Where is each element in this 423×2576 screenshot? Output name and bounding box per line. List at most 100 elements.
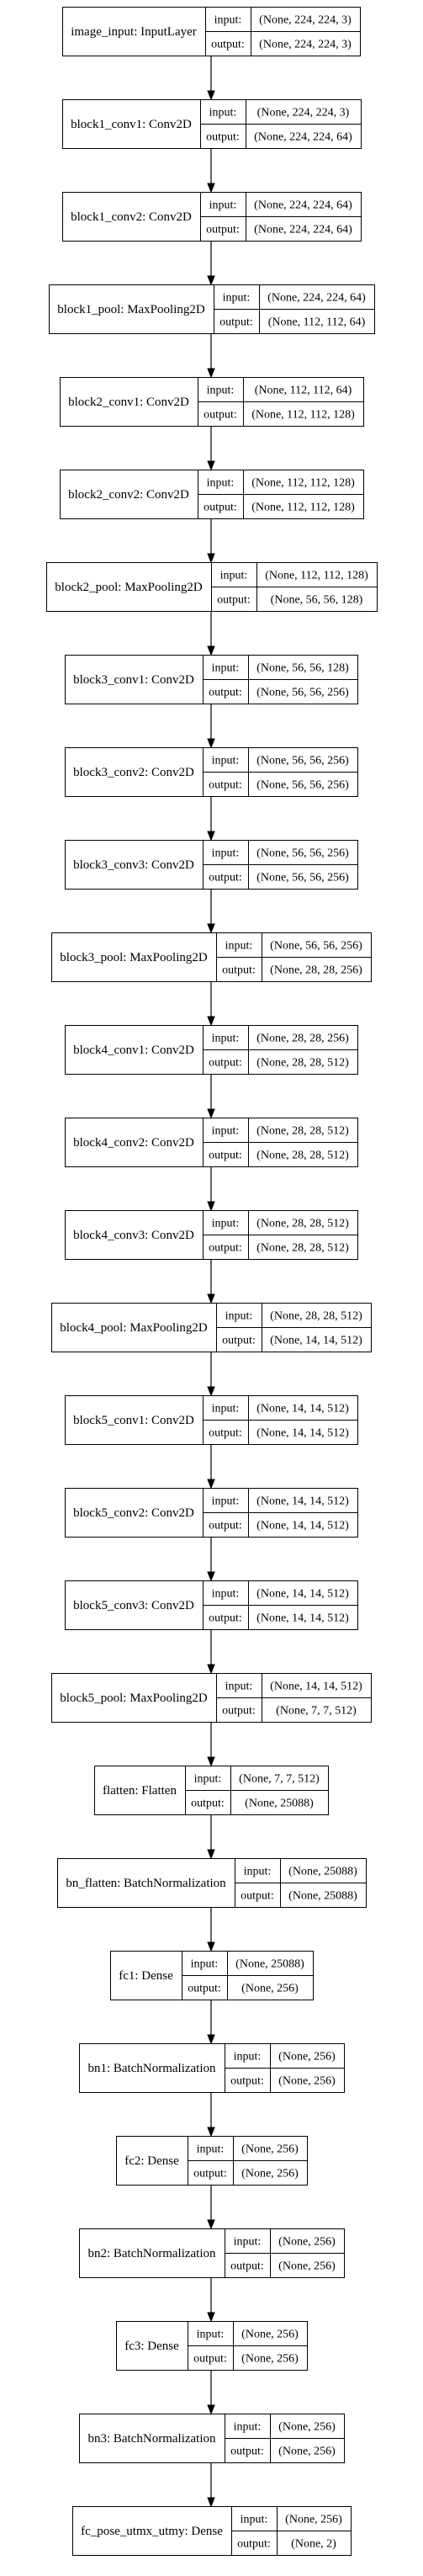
output-label: output: [219,316,253,329]
output-label: output: [222,1335,256,1347]
output-label: output: [209,1150,242,1162]
layer-node: block3_pool: MaxPooling2Dinput:output:(N… [51,932,372,982]
input-label: input: [212,1125,240,1138]
layer-node: block3_conv3: Conv2Dinput:output:(None, … [65,840,358,890]
layer-node: block4_pool: MaxPooling2Dinput:output:(N… [51,1303,372,1352]
edge-arrow [207,704,215,749]
output-label: output: [209,1612,242,1625]
output-shape: (None, 56, 56, 256) [256,687,349,699]
edge-arrow [207,427,215,471]
input-label: input: [244,1866,272,1878]
output-shape: (None, 28, 28, 256) [270,964,362,977]
input-shape: (None, 256) [285,2514,342,2526]
arrowhead-icon [207,553,215,564]
edge-arrow [207,797,215,842]
arrowhead-icon [207,460,215,471]
input-label: input: [212,847,240,860]
layer-name: block4_conv1: Conv2D [73,1044,194,1057]
input-shape: (None, 28, 28, 512) [256,1218,349,1230]
output-shape: (None, 56, 56, 256) [256,872,349,884]
layer-name: block1_conv2: Conv2D [71,210,192,224]
output-label: output: [211,39,245,51]
input-shape: (None, 56, 56, 128) [256,662,349,675]
output-shape: (None, 256) [241,2168,299,2180]
layer-node: block4_conv3: Conv2Dinput:output:(None, … [65,1210,358,1260]
output-label: output: [209,872,242,884]
output-label: output: [191,1798,225,1810]
edge-arrow [207,1630,215,1675]
layer-name: block2_conv2: Conv2D [68,488,189,502]
output-label: output: [209,687,242,699]
output-shape: (None, 2) [291,2538,336,2551]
edge-arrow [207,890,215,934]
arrowhead-icon [207,275,215,286]
input-shape: (None, 224, 224, 64) [267,292,366,305]
input-shape: (None, 56, 56, 256) [256,847,349,860]
layer-node: block5_conv2: Conv2Dinput:output:(None, … [65,1488,358,1538]
layer-node: block1_conv2: Conv2Dinput:output:(None, … [62,192,362,242]
layer-name: fc_pose_utmx_utmy: Dense [81,2525,223,2538]
input-label: input: [191,1958,219,1971]
input-label: input: [220,570,248,582]
output-label: output: [230,2446,264,2458]
input-shape: (None, 112, 112, 128) [251,477,355,490]
input-label: input: [207,385,235,397]
output-label: output: [209,1057,242,1070]
input-shape: (None, 14, 14, 512) [256,1495,349,1508]
arrowhead-icon [207,645,215,656]
output-shape: (None, 256) [241,1983,299,1995]
layer-name: block3_pool: MaxPooling2D [60,951,208,964]
layer-node: bn3: BatchNormalizationinput:output:(Non… [79,2414,345,2463]
output-label: output: [209,1520,242,1532]
arrowhead-icon [207,183,215,194]
input-shape: (None, 25088) [235,1958,304,1971]
layer-node: block4_conv1: Conv2Dinput:output:(None, … [65,1025,358,1075]
edge-arrow [207,1352,215,1397]
edge-arrow [207,149,215,194]
input-label: input: [209,199,237,212]
input-label: input: [212,1033,240,1045]
edge-arrow [207,1538,215,1582]
output-label: output: [209,779,242,792]
edge-arrow [207,242,215,286]
input-shape: (None, 14, 14, 512) [270,1681,362,1693]
input-label: input: [212,1495,240,1508]
arrowhead-icon [207,1386,215,1397]
layer-node: bn1: BatchNormalizationinput:output:(Non… [79,2043,345,2093]
input-shape: (None, 28, 28, 512) [256,1125,349,1138]
output-label: output: [237,2538,271,2551]
output-shape: (None, 256) [278,2260,336,2273]
arrowhead-icon [207,1201,215,1212]
output-label: output: [241,1890,274,1903]
input-label: input: [212,755,240,767]
output-shape: (None, 224, 224, 64) [254,224,352,236]
edge-arrow [207,2093,215,2138]
layer-node: block2_pool: MaxPooling2Dinput:output:(N… [46,562,378,612]
output-shape: (None, 56, 56, 256) [256,779,349,792]
layer-name: flatten: Flatten [103,1784,177,1798]
input-label: input: [207,477,235,490]
output-shape: (None, 112, 112, 64) [268,316,366,329]
input-label: input: [225,1681,253,1693]
input-label: input: [197,2143,225,2156]
layer-node: block5_pool: MaxPooling2Dinput:output:(N… [51,1673,372,1723]
output-label: output: [206,131,240,144]
arrowhead-icon [207,2404,215,2415]
edge-arrow [207,56,215,101]
output-label: output: [230,2260,264,2273]
layer-node: block4_conv2: Conv2Dinput:output:(None, … [65,1118,358,1167]
input-shape: (None, 224, 224, 3) [259,14,352,27]
arrowhead-icon [207,1293,215,1304]
output-shape: (None, 28, 28, 512) [256,1150,349,1162]
input-label: input: [223,292,251,305]
input-shape: (None, 224, 224, 3) [257,107,350,120]
layer-name: block3_conv2: Conv2D [73,766,194,779]
layer-name: fc1: Dense [119,1969,173,1983]
output-shape: (None, 256) [278,2075,336,2088]
edge-arrow [207,1260,215,1304]
edge-arrow [207,2463,215,2508]
arrowhead-icon [207,2497,215,2508]
layer-node: fc_pose_utmx_utmy: Denseinput:output:(No… [72,2506,352,2556]
